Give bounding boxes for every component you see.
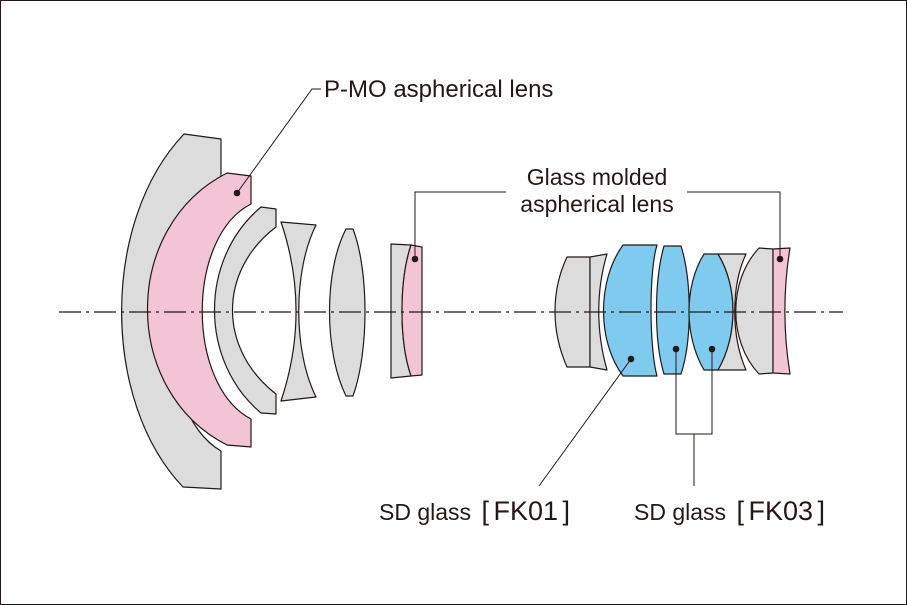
- sd-fk01-element: [603, 244, 658, 377]
- glass-molded-leader-left: [414, 191, 506, 259]
- meniscus-element-3: [214, 206, 277, 415]
- glass-molded-aspherical-element-2: [772, 247, 791, 375]
- pmo-aspherical-element: [147, 172, 252, 448]
- pmo-leader-dot: [233, 189, 241, 197]
- pmo-leader-line: [236, 88, 321, 194]
- sd-fk03-element-1: [655, 245, 690, 375]
- glass-molded-label-line1: Glass molded: [527, 164, 668, 190]
- sd-fk01-leader-line: [538, 358, 632, 487]
- glass-molded-leader-right: [687, 191, 781, 259]
- biconvex-element-13: [735, 247, 774, 375]
- glass-molded-leader-right-dot: [776, 255, 784, 263]
- glass-molded-label-line2: aspherical lens: [520, 191, 673, 217]
- sd-fk03-label: SD glass [ FK03 ]: [634, 496, 825, 526]
- sd-fk01-text: SD glass: [379, 499, 471, 525]
- sd-fk03-leader-dot-2: [708, 345, 716, 353]
- sd-fk01-code: FK01: [493, 496, 558, 526]
- glass-molded-aspherical-element-1: [401, 244, 423, 377]
- pmo-aspherical-label: P-MO aspherical lens: [324, 76, 553, 103]
- glass-molded-leader-left-dot: [411, 255, 419, 263]
- sd-fk03-open-bracket: [: [737, 496, 745, 526]
- sd-fk03-text: SD glass: [634, 499, 726, 525]
- meniscus-element-12: [717, 253, 747, 371]
- convex-element-8: [554, 256, 591, 368]
- sd-fk03-close-bracket: ]: [817, 496, 825, 526]
- sd-fk01-close-bracket: ]: [562, 496, 570, 526]
- sd-fk01-leader-dot: [627, 355, 635, 363]
- sd-fk01-open-bracket: [: [482, 496, 490, 526]
- sd-fk01-label: SD glass [ FK01 ]: [379, 496, 570, 526]
- sd-fk03-leader-dot-1: [672, 345, 680, 353]
- sd-fk03-code: FK03: [748, 496, 813, 526]
